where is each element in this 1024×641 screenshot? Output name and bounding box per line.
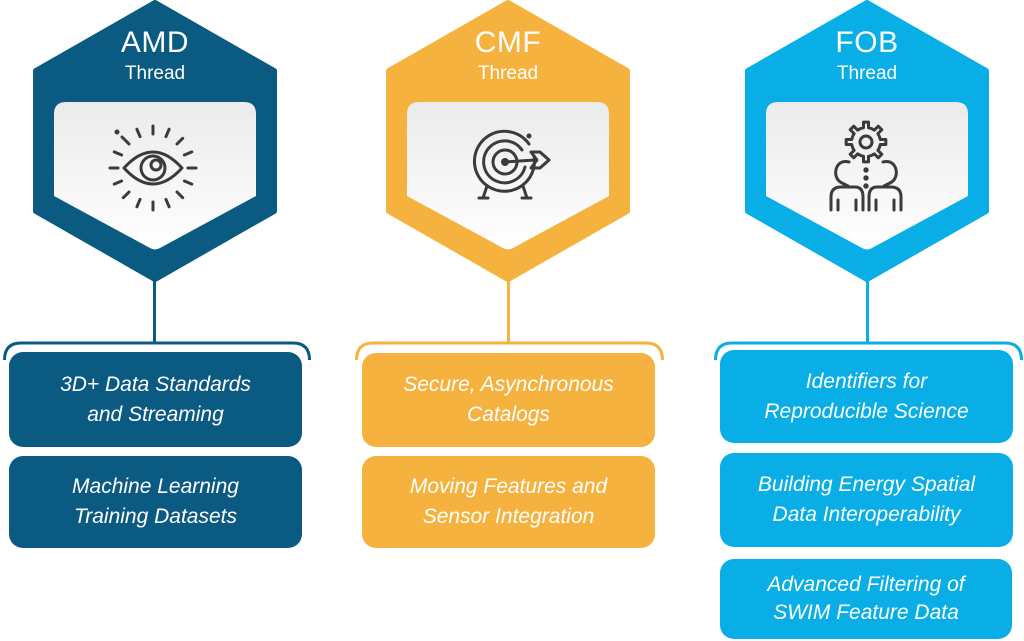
target-arrow-icon	[472, 129, 551, 200]
topic-line: Reproducible Science	[764, 399, 969, 423]
fob-bracket	[714, 341, 1023, 361]
fob-thread-code: FOB	[835, 26, 899, 59]
topic-box[interactable]: Moving Features and Sensor Integration	[362, 456, 655, 548]
topic-box[interactable]: Advanced Filtering of SWIM Feature Data	[720, 559, 1012, 639]
topic-line: Machine Learning	[72, 475, 239, 498]
topic-box[interactable]: Machine Learning Training Datasets	[9, 456, 302, 548]
topic-line: Building Energy Spatial	[757, 473, 976, 496]
topic-line: Training Datasets	[73, 505, 238, 528]
topic-box[interactable]: Building Energy Spatial Data Interoperab…	[720, 453, 1013, 547]
person-right-body	[867, 185, 903, 212]
cmf-icon-panel	[407, 102, 609, 250]
fob-connector-line	[866, 276, 869, 343]
topic-line: Advanced Filtering of	[767, 573, 965, 596]
cmf-connector-line	[507, 276, 510, 343]
topic-box[interactable]: Identifiers for Reproducible Science	[720, 350, 1013, 443]
topic-line: Data Interoperability	[772, 503, 961, 526]
amd-bracket	[3, 341, 311, 361]
topic-box[interactable]: Secure, Asynchronous Catalogs	[362, 353, 655, 447]
topic-box[interactable]: 3D+ Data Standards and Streaming	[9, 352, 302, 447]
topic-line: SWIM Feature Data	[773, 601, 959, 624]
fob-hexagon	[745, 0, 989, 282]
cmf-thread-code: CMF	[474, 26, 542, 59]
person-right-head	[881, 160, 898, 188]
topic-line: Moving Features and	[409, 475, 608, 498]
eye-icon	[108, 124, 198, 212]
people-gear-icon	[829, 120, 903, 212]
amd-thread-code: AMD	[120, 26, 190, 59]
cmf-bracket	[355, 341, 664, 361]
amd-thread-label: Thread	[124, 63, 186, 84]
topic-line: Catalogs	[467, 403, 550, 426]
person-left-head	[834, 160, 851, 188]
cmf-thread-label: Thread	[477, 63, 539, 84]
amd-icon-panel	[54, 102, 256, 250]
topic-line: and Streaming	[87, 402, 224, 426]
gear-icon	[844, 120, 888, 164]
amd-connector-line	[153, 276, 156, 343]
amd-hexagon	[33, 0, 277, 282]
person-left-body	[829, 185, 865, 212]
topic-line: Identifiers for	[805, 369, 928, 393]
fob-thread-label: Thread	[836, 63, 898, 84]
topic-line: 3D+ Data Standards	[60, 372, 251, 396]
cmf-hexagon	[386, 0, 630, 282]
topic-line: Sensor Integration	[422, 505, 595, 528]
topic-line: Secure, Asynchronous	[403, 373, 614, 396]
